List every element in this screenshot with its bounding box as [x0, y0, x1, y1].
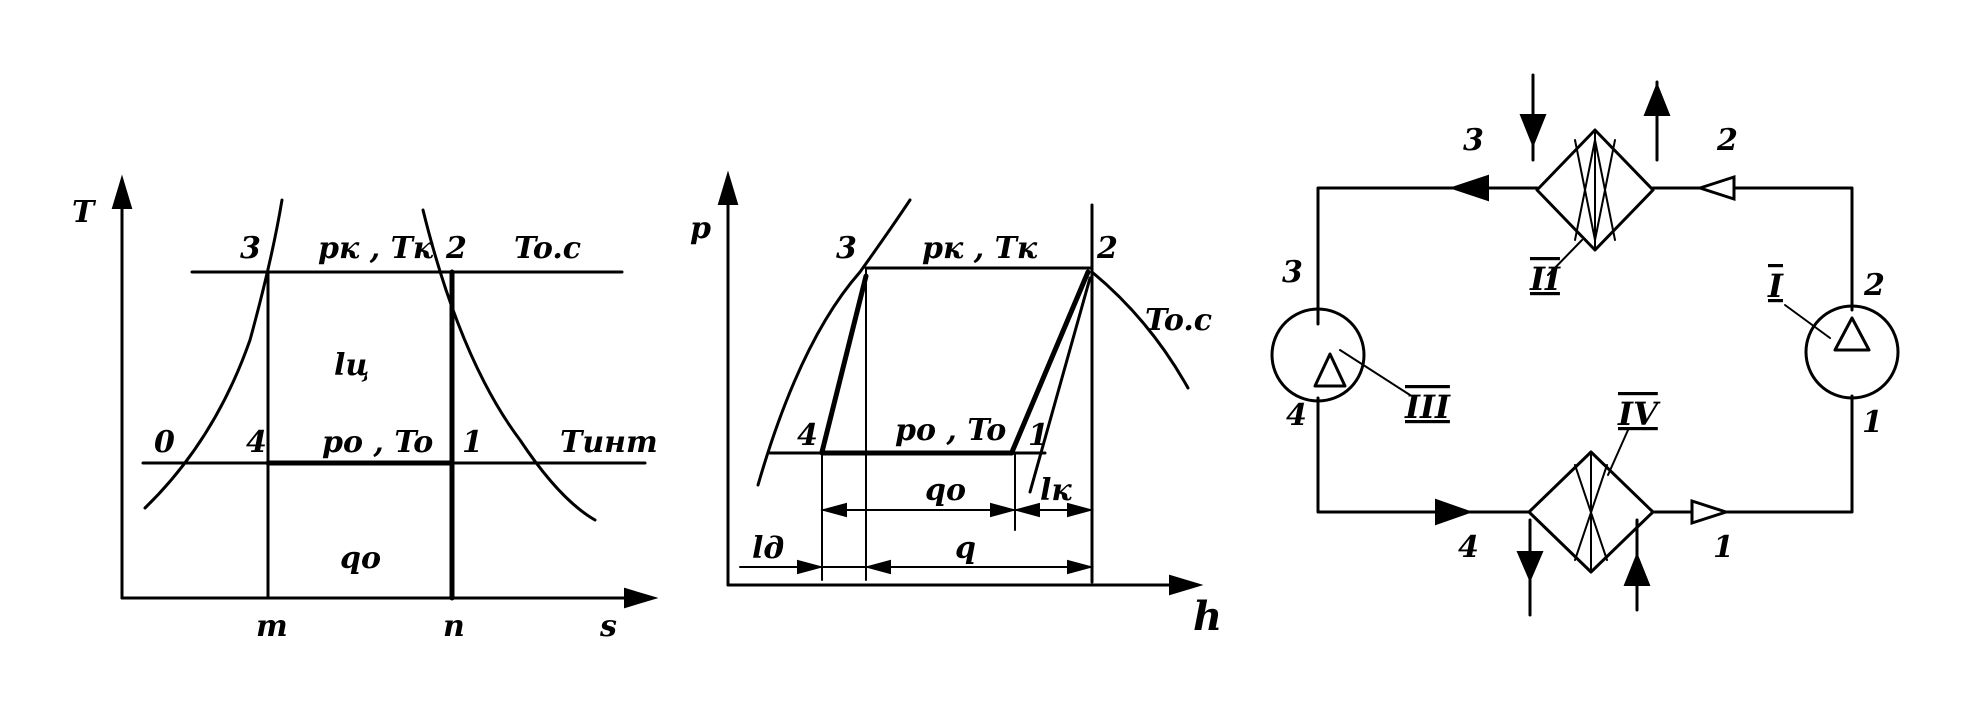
pipe-top-right	[1651, 186, 1854, 312]
ph-compression-line	[1009, 269, 1091, 455]
ph-ld-arrow-right	[797, 559, 824, 575]
schematic: 3 2 3 4 2 1 4 1 I II III IV	[1270, 73, 1900, 617]
throttle-triangle	[1313, 352, 1347, 388]
condenser-inner-arrows	[1574, 139, 1616, 241]
ts-diagram: T s 3 2 0 4 1 pк , Tк To.c lц po , To Tи…	[72, 174, 659, 644]
ts-point-3: 3	[240, 231, 261, 266]
ts-axis-y-label: T	[72, 195, 97, 230]
schematic-label-I: I	[1767, 267, 1784, 305]
pipe-bottom-right	[1652, 394, 1854, 514]
flow-arrow-4-bottom	[1435, 498, 1474, 526]
ts-cycle-work-label: lц	[334, 348, 370, 383]
schematic-node-2-right: 2	[1863, 268, 1885, 303]
evaporator-inlet-arrow	[1623, 552, 1651, 586]
ph-diagram: p h 3 2 4 1 pк , Tк To.c po , To qo lк l…	[690, 170, 1222, 640]
evaporator	[1516, 429, 1655, 617]
schematic-label-IV: IV	[1617, 395, 1661, 433]
pipe-top-left	[1316, 186, 1539, 326]
ts-liquid-curve	[143, 198, 284, 510]
schematic-node-1-right: 1	[1862, 405, 1883, 440]
compressor-leader	[1784, 304, 1831, 339]
ph-q0-arrow-left	[820, 502, 847, 518]
ts-point-2: 2	[445, 231, 467, 266]
ts-top-line-label: pк , Tк	[318, 231, 434, 266]
condenser-outlet-arrow	[1643, 82, 1671, 116]
schematic-node-2-top: 2	[1716, 123, 1738, 158]
ts-bottom-right-label: Tинт	[560, 425, 658, 460]
ph-lk-label: lк	[1040, 473, 1072, 508]
ph-compression-line-2	[1028, 276, 1092, 494]
ts-top-right-label: To.c	[514, 231, 581, 266]
ph-ld-label: lд	[752, 531, 784, 566]
condenser-body	[1535, 128, 1655, 252]
compressor-triangle	[1833, 316, 1871, 352]
ph-q0-label: qo	[925, 473, 966, 508]
ph-liquid-curve	[756, 198, 912, 487]
ts-x-arrow	[624, 587, 659, 609]
schematic-node-4-left: 4	[1286, 398, 1307, 433]
ph-q0-arrow-right	[990, 502, 1017, 518]
ph-point-4: 4	[797, 418, 818, 453]
ph-x-arrow	[1169, 574, 1204, 596]
ts-axis-x-label: s	[599, 609, 617, 644]
ph-isotherm-curve	[1090, 270, 1190, 390]
schematic-label-III: III	[1404, 388, 1451, 426]
condenser-inlet-arrow	[1519, 114, 1547, 148]
schematic-node-1-bottom: 1	[1713, 530, 1734, 565]
schematic-node-4-bottom: 4	[1458, 530, 1479, 565]
compressor-circle	[1804, 304, 1900, 400]
ph-axis-x-label: h	[1193, 593, 1222, 640]
flow-arrow-2-top	[1695, 174, 1736, 202]
ts-tick-m: m	[256, 609, 288, 644]
ph-right-curve-label: To.c	[1145, 303, 1212, 338]
throttle-valve	[1270, 307, 1411, 403]
throttle-circle	[1270, 307, 1366, 403]
ph-point-1: 1	[1028, 418, 1049, 453]
ph-y-arrow	[717, 170, 739, 205]
evaporator-outlet-arrow	[1516, 551, 1544, 583]
ts-point-1: 1	[462, 425, 483, 460]
ph-bottom-line-label: po , To	[895, 413, 1006, 448]
ts-tick-n: n	[443, 609, 465, 644]
ts-point-0: 0	[154, 425, 175, 460]
ph-throttle-line	[819, 273, 869, 455]
ts-y-arrow	[111, 174, 133, 209]
ts-vapor-curve	[421, 208, 597, 522]
schematic-node-3-top: 3	[1463, 123, 1484, 158]
ph-point-3: 3	[836, 231, 857, 266]
throttle-leader	[1339, 349, 1411, 396]
evaporator-body	[1527, 450, 1655, 574]
ts-bottom-line-label: po , To	[322, 425, 433, 460]
ph-q-label: q	[955, 531, 976, 566]
schematic-node-3-left: 3	[1282, 255, 1303, 290]
flow-arrow-3-top	[1448, 174, 1489, 202]
evaporator-leader	[1607, 429, 1629, 476]
ph-q-arrow-left	[864, 559, 891, 575]
ph-axis-y-label: p	[690, 211, 711, 246]
condenser-leader	[1547, 239, 1583, 276]
compressor	[1784, 304, 1900, 400]
ts-point-4: 4	[246, 425, 267, 460]
ph-top-line-label: pк , Tк	[922, 231, 1038, 266]
condenser	[1519, 73, 1671, 276]
ph-lk-arrow-left	[1013, 502, 1040, 518]
ph-q-arrow-right	[1067, 559, 1094, 575]
evaporator-inner-lines	[1574, 454, 1608, 571]
flow-arrow-1-bottom	[1690, 498, 1731, 526]
schematic-label-II: II	[1529, 260, 1561, 298]
ph-lk-arrow-right	[1067, 502, 1094, 518]
ts-area-label: qo	[340, 541, 381, 576]
ph-point-2: 2	[1096, 231, 1118, 266]
